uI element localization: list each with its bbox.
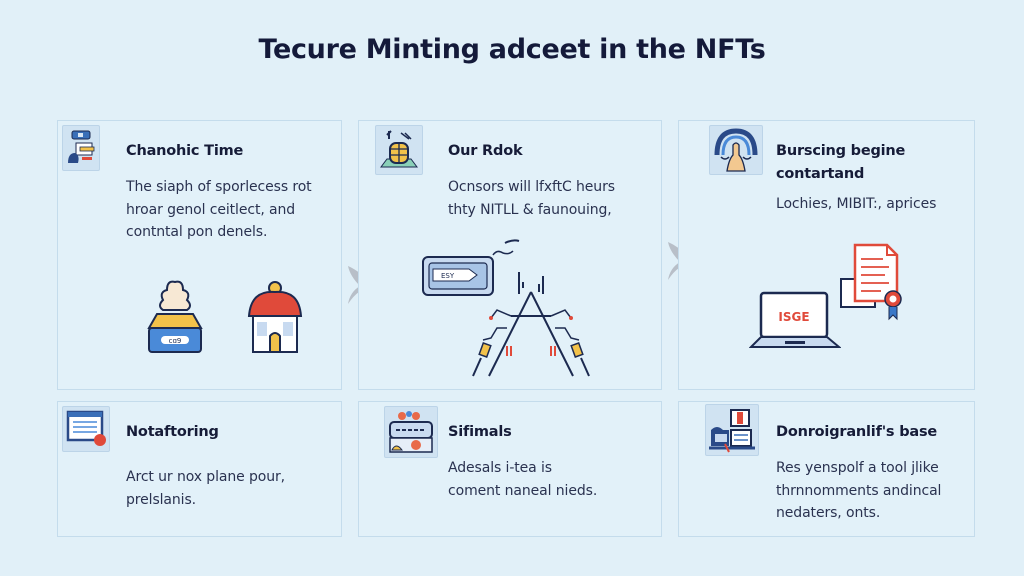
laptop-icon: ISGE: [748, 289, 842, 357]
card-our-rdok: Our Rdok Ocnsors will lfxftC heurs thty …: [358, 120, 662, 390]
card-body: Arct ur nox plane pour, prelslanis.: [126, 469, 286, 508]
laptop-screen-label: ISGE: [778, 310, 809, 324]
card-heading: Sifimals: [448, 424, 512, 440]
jar-label: cɑ9: [169, 337, 182, 345]
card-heading: Chanohic Time: [126, 143, 244, 159]
card-sifimals: Sifimals Adesals i-tea is coment naneal …: [358, 401, 662, 537]
page-title: Tecure Minting adceet in the NFTs: [258, 34, 766, 65]
mint-jar-icon: cɑ9: [143, 276, 207, 360]
dashboard-icon: [705, 404, 759, 456]
notification-window-icon: [62, 406, 110, 452]
certificate-icon: [839, 239, 909, 325]
card-heading: Donroigranlif's base: [776, 424, 938, 440]
card-notaftoring: Notaftoring Arct ur nox plane pour, prel…: [57, 401, 342, 537]
workstation-icon: [62, 125, 100, 171]
card-chanohic-time: Chanohic Time The siaph of sporlecess ro…: [57, 120, 342, 390]
card-heading: Notaftoring: [126, 424, 219, 440]
card-body: Res yenspolf a tool jlike thrnnomments a…: [776, 460, 942, 521]
card-heading: Our Rdok: [448, 143, 523, 159]
card-body: Adesals i-tea is coment naneal nieds.: [448, 460, 598, 499]
token-card-icon: ESY: [421, 235, 521, 309]
card-body: The siaph of sporlecess rot hroar genol …: [126, 179, 312, 240]
card-burscing-begine: Burscing begine contartand Lochies, MIBI…: [678, 120, 975, 390]
token-card-label: ESY: [441, 272, 455, 280]
community-icon: [709, 125, 763, 175]
mint-server-icon: [375, 125, 423, 175]
marketplace-icon: [384, 406, 438, 458]
card-donroigranlifs-base: Donroigranlif's base Res yenspolf a tool…: [678, 401, 975, 537]
card-heading: Burscing begine contartand: [776, 143, 906, 182]
house-icon: [243, 276, 307, 360]
network-tripod-icon: [461, 266, 601, 388]
card-body: Lochies, MIBIT:, aprices: [776, 196, 937, 212]
card-body: Ocnsors will lfxftC heurs thty NITLL & f…: [448, 179, 615, 218]
